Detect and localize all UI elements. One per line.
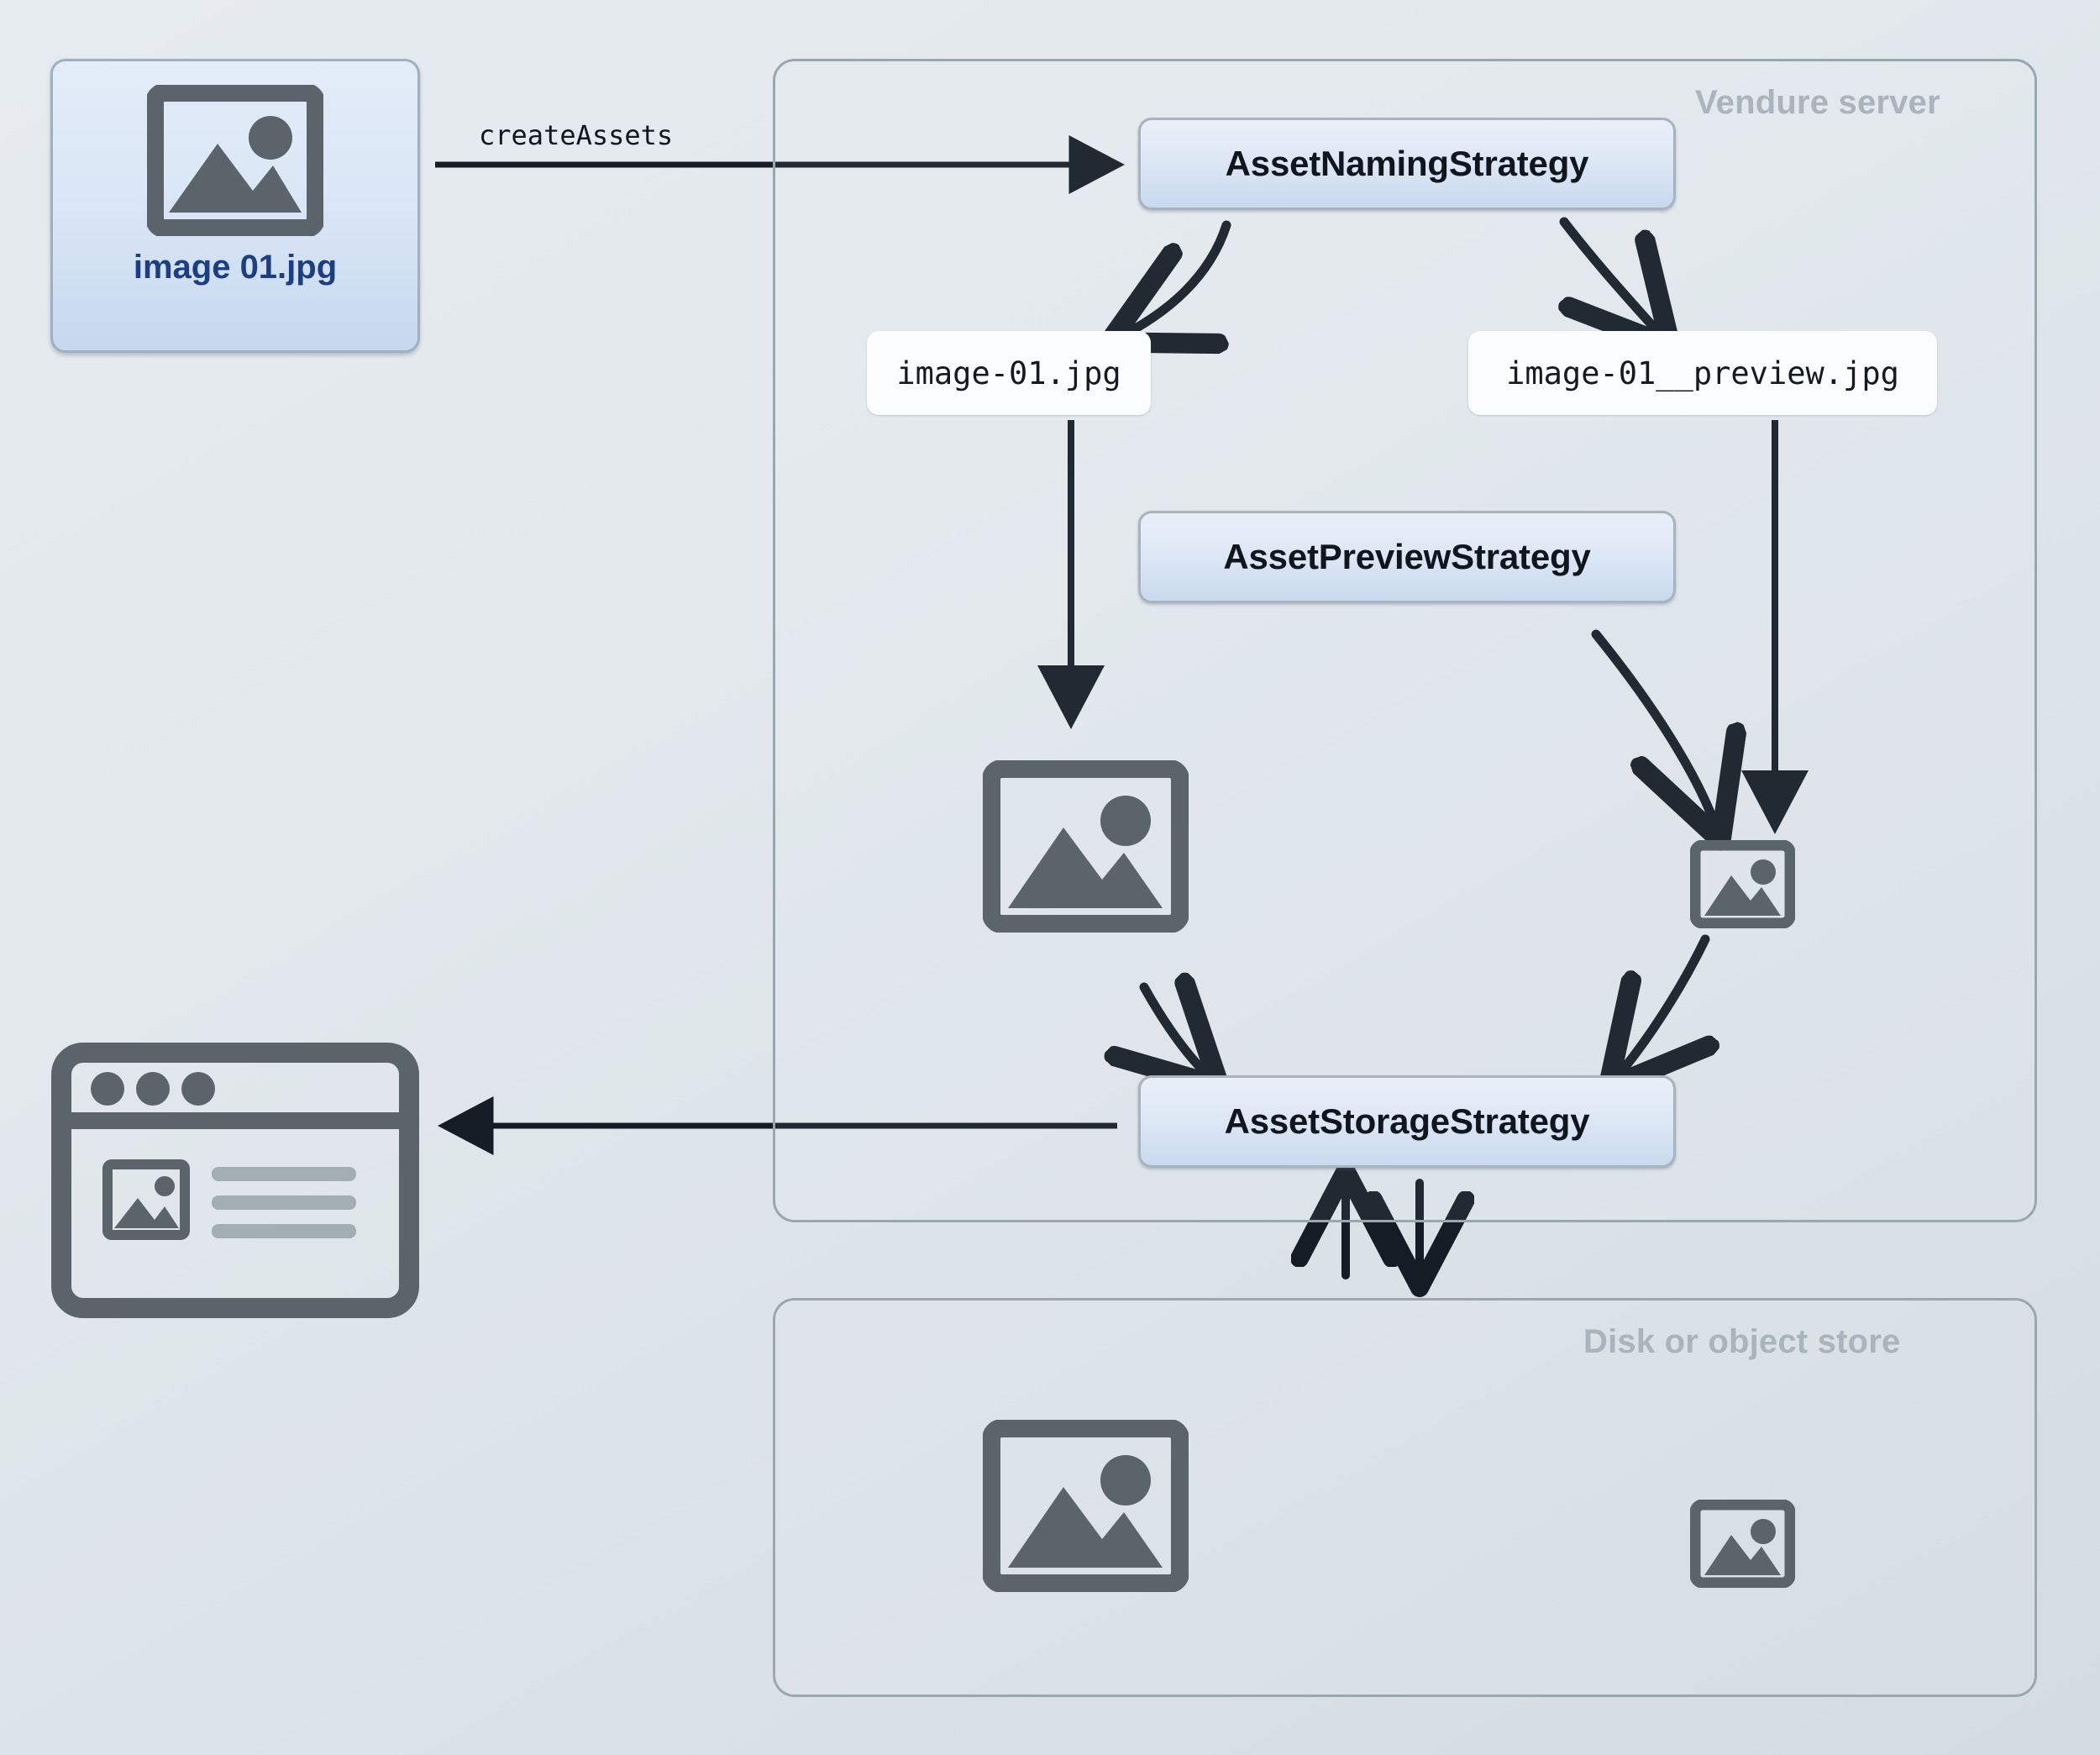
panel-disk-or-object-store-label: Disk or object store	[1583, 1323, 1901, 1360]
source-asset-label: image 01.jpg	[133, 249, 338, 286]
filename-chip-source: image-01.jpg	[867, 331, 1151, 415]
filename-chip-preview-label: image-01__preview.jpg	[1506, 355, 1899, 391]
server-image-thumbnail-icon	[1689, 839, 1796, 933]
strategy-asset-preview-label: AssetPreviewStrategy	[1223, 537, 1591, 576]
store-image-thumbnail-icon	[1689, 1499, 1796, 1592]
strategy-asset-preview[interactable]: AssetPreviewStrategy	[1138, 511, 1676, 603]
strategy-asset-storage[interactable]: AssetStorageStrategy	[1138, 1075, 1676, 1168]
strategy-asset-storage-label: AssetStorageStrategy	[1224, 1101, 1590, 1141]
strategy-asset-naming[interactable]: AssetNamingStrategy	[1138, 118, 1676, 210]
filename-chip-preview: image-01__preview.jpg	[1468, 331, 1937, 415]
browser-window-icon	[50, 1042, 420, 1323]
panel-vendure-server-label: Vendure server	[1695, 84, 1940, 121]
source-asset-card[interactable]: image 01.jpg	[50, 59, 420, 353]
server-image-icon	[982, 759, 1189, 937]
strategy-asset-naming-label: AssetNamingStrategy	[1225, 144, 1589, 183]
edge-label-create-assets: createAssets	[479, 119, 674, 151]
filename-chip-source-label: image-01.jpg	[896, 355, 1121, 391]
panel-vendure-server	[773, 59, 2037, 1222]
store-image-icon	[982, 1419, 1189, 1596]
image-icon	[145, 83, 325, 240]
